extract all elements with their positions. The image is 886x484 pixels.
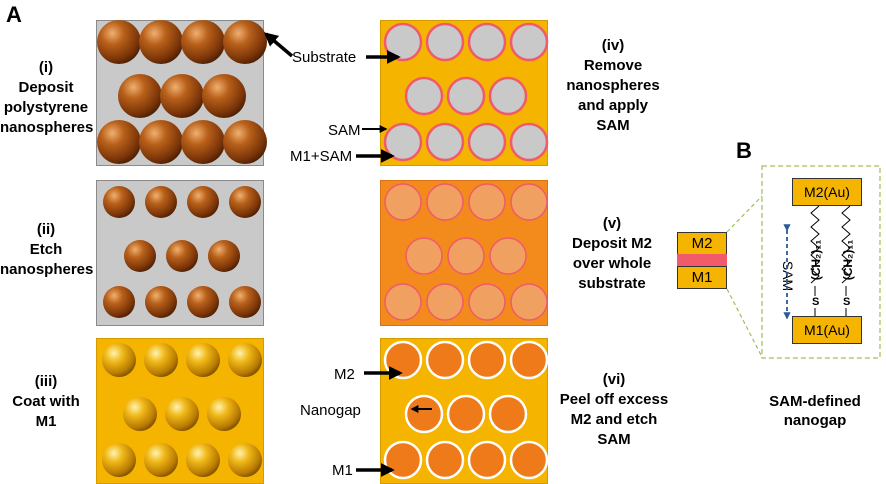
- substrate-arrow: [263, 32, 294, 58]
- nanosphere-large: [202, 74, 246, 118]
- nanosphere-coated: [186, 343, 220, 377]
- m2-dot: [467, 340, 507, 380]
- stack-m2: M2: [677, 232, 727, 255]
- sulfur-left-label: S: [812, 296, 820, 308]
- m2-dot: [446, 394, 486, 434]
- nanosphere-etched: [187, 186, 219, 218]
- m1-sam-label: M1+SAM: [290, 148, 353, 165]
- m2-dot: [425, 440, 465, 480]
- electrode-bottom: M1(Au): [792, 316, 862, 344]
- nanosphere-large: [97, 20, 141, 64]
- nanosphere-large: [181, 20, 225, 64]
- m1-label: M1: [332, 462, 353, 479]
- nanosphere-etched: [229, 286, 261, 318]
- section-label-a: A: [6, 2, 22, 27]
- nanosphere-etched: [145, 286, 177, 318]
- nanosphere-large: [181, 120, 225, 164]
- sam-ring-hole: [488, 76, 528, 116]
- buried-hole: [384, 283, 422, 321]
- buried-hole: [489, 237, 527, 275]
- nanosphere-etched: [229, 186, 261, 218]
- buried-hole: [384, 183, 422, 221]
- m2-dot: [404, 394, 444, 434]
- nanosphere-etched: [103, 286, 135, 318]
- sam-label: SAM: [328, 122, 361, 139]
- layer-stack: M2 M1: [677, 232, 727, 290]
- nanosphere-etched: [187, 286, 219, 318]
- sam-ring-hole: [383, 22, 423, 62]
- buried-hole: [510, 283, 548, 321]
- m2-dot: [425, 340, 465, 380]
- molecule-left: [810, 205, 820, 316]
- buried-hole: [405, 237, 443, 275]
- m2-label: M2: [334, 366, 355, 383]
- nanosphere-large: [223, 120, 267, 164]
- stack-m1: M1: [677, 266, 727, 289]
- sam-ring-hole: [425, 122, 465, 162]
- zoom-line-top: [726, 195, 763, 233]
- substrate-label: Substrate: [292, 49, 357, 66]
- sulfur-right-label: S: [843, 296, 851, 308]
- nanosphere-large: [118, 74, 162, 118]
- nanosphere-coated: [102, 343, 136, 377]
- buried-hole: [468, 283, 506, 321]
- buried-hole: [468, 183, 506, 221]
- nanogap-label: Nanogap: [300, 402, 361, 419]
- nanosphere-coated: [207, 397, 241, 431]
- nanosphere-etched: [124, 240, 156, 272]
- nanosphere-coated: [228, 343, 262, 377]
- nanosphere-large: [97, 120, 141, 164]
- nanosphere-coated: [228, 443, 262, 477]
- m2-dot: [509, 340, 549, 380]
- nanosphere-large: [139, 120, 183, 164]
- nanosphere-coated: [165, 397, 199, 431]
- nanosphere-large: [223, 20, 267, 64]
- buried-hole: [510, 183, 548, 221]
- sam-ring-hole: [404, 76, 444, 116]
- electrode-top: M2(Au): [792, 178, 862, 206]
- nanosphere-etched: [103, 186, 135, 218]
- nanosphere-coated: [102, 443, 136, 477]
- nanosphere-etched: [208, 240, 240, 272]
- buried-hole: [426, 283, 464, 321]
- m2-dot: [488, 394, 528, 434]
- detail-box: [761, 165, 881, 359]
- zoom-line-bottom: [726, 288, 763, 358]
- nanosphere-coated: [123, 397, 157, 431]
- sam-ring-hole: [446, 76, 486, 116]
- nanosphere-large: [160, 74, 204, 118]
- m2-dot: [383, 440, 423, 480]
- molecule-right: [841, 205, 851, 316]
- stack-sam-layer: [677, 254, 727, 266]
- nanosphere-etched: [145, 186, 177, 218]
- buried-hole: [426, 183, 464, 221]
- sam-ring-hole: [467, 22, 507, 62]
- nanosphere-etched: [166, 240, 198, 272]
- nanosphere-coated: [186, 443, 220, 477]
- sam-ring-hole: [509, 122, 549, 162]
- nanosphere-coated: [144, 343, 178, 377]
- buried-hole: [447, 237, 485, 275]
- m2-dot: [509, 440, 549, 480]
- m2-dot: [467, 440, 507, 480]
- sam-ring-hole: [425, 22, 465, 62]
- sam-ring-hole: [467, 122, 507, 162]
- section-label-b: B: [736, 138, 752, 163]
- sam-ring-hole: [509, 22, 549, 62]
- nanosphere-large: [139, 20, 183, 64]
- nanosphere-coated: [144, 443, 178, 477]
